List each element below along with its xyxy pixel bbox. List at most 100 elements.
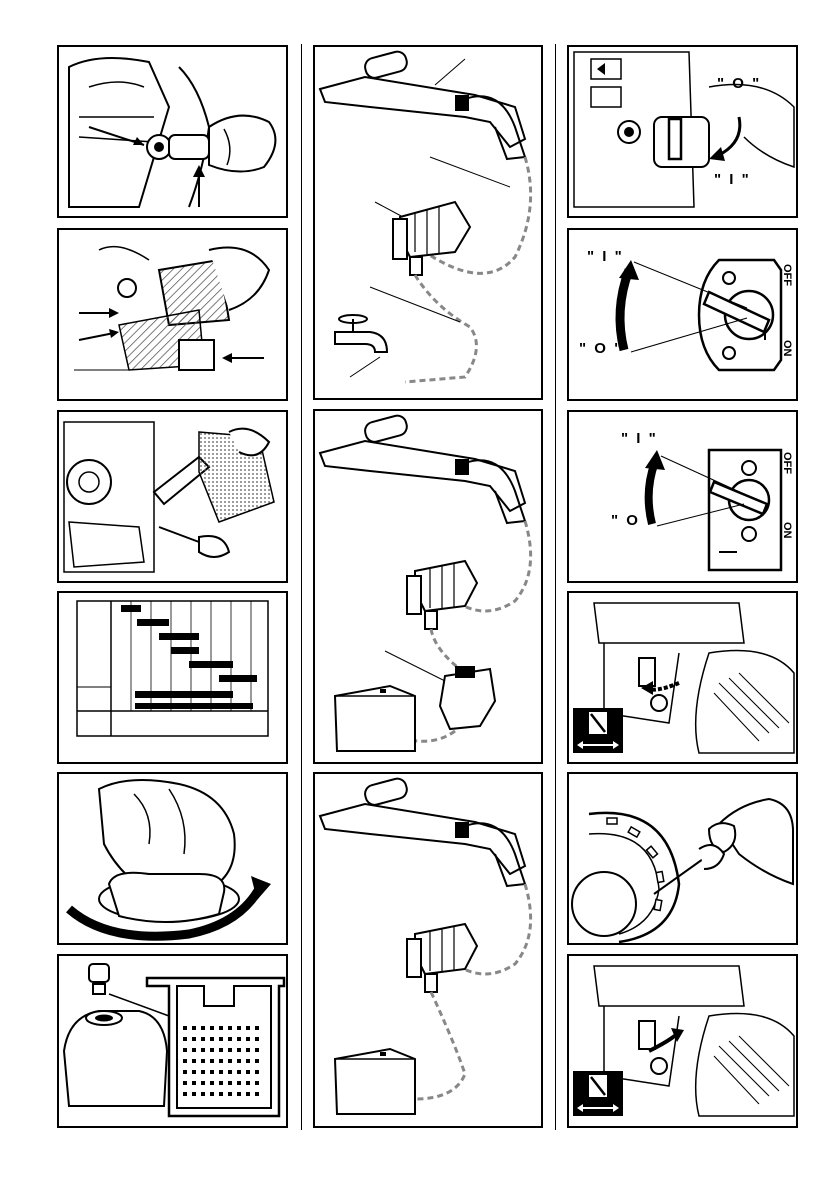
mesh-dot [201, 1081, 205, 1085]
mesh-dot [246, 1081, 250, 1085]
figure-oil-fill [57, 410, 288, 583]
mesh-dot [219, 1026, 223, 1030]
mesh-dot [255, 1081, 259, 1085]
mesh-dot [237, 1081, 241, 1085]
mesh-dot [183, 1081, 187, 1085]
mesh-dot [192, 1092, 196, 1096]
figure-water-connection [313, 45, 543, 400]
switch-label-o: " O " [611, 512, 655, 529]
mesh-dot [201, 1026, 205, 1030]
mesh-dot [192, 1048, 196, 1052]
recoil-starter-illustration [569, 774, 796, 943]
column-divider-left [301, 44, 302, 1130]
figure-choke-open [567, 591, 798, 764]
mesh-dot [201, 1048, 205, 1052]
switch-label-o: " O " [579, 340, 623, 357]
switch-on-label: ON [781, 522, 793, 539]
pump-icon [393, 202, 470, 275]
filter-pump-icon [440, 666, 495, 729]
valve-label-o: " O " [717, 75, 761, 92]
figure-water-tank-direct [313, 772, 543, 1128]
figure-water-tank-feed [313, 409, 543, 764]
fuel-valve-illustration [569, 47, 796, 216]
water-tank-direct-illustration [315, 774, 541, 1126]
mesh-dot [192, 1059, 196, 1063]
engine-switch-illustration-2 [569, 412, 796, 581]
mesh-dot [192, 1081, 196, 1085]
column-divider-right [555, 44, 556, 1130]
mesh-dot [228, 1026, 232, 1030]
mesh-dot [219, 1059, 223, 1063]
mesh-dot [246, 1070, 250, 1074]
switch-label-i: " I " [621, 430, 658, 447]
mesh-dot [255, 1059, 259, 1063]
mesh-dot [183, 1048, 187, 1052]
mesh-dot [183, 1092, 187, 1096]
mesh-dot [210, 1037, 214, 1041]
oil-fill-illustration [59, 412, 286, 581]
mesh-dot [228, 1059, 232, 1063]
figure-viscosity-table [57, 591, 288, 764]
fuel-cap-illustration [59, 774, 286, 943]
mesh-dot [237, 1070, 241, 1074]
oil-plug-illustration [59, 47, 286, 216]
mesh-dot [183, 1026, 187, 1030]
pump-icon [407, 924, 477, 992]
mesh-dot [255, 1070, 259, 1074]
switch-off-label: OFF [781, 452, 793, 474]
mesh-dot [246, 1092, 250, 1096]
switch-off-label: OFF [781, 264, 793, 286]
water-connection-illustration [315, 47, 541, 398]
figure-oil-plug [57, 45, 288, 218]
mesh-dot [210, 1059, 214, 1063]
choke-close-illustration [569, 956, 796, 1126]
water-tank-feed-illustration [315, 411, 541, 762]
mesh-dot [219, 1048, 223, 1052]
mesh-dot [237, 1059, 241, 1063]
mesh-dot [237, 1048, 241, 1052]
mesh-dot [210, 1070, 214, 1074]
mesh-dot [210, 1026, 214, 1030]
mesh-dot [201, 1092, 205, 1096]
mesh-dot [183, 1037, 187, 1041]
figure-engine-switch-2: " I " " O " OFF ON [567, 410, 798, 583]
mesh-dot [255, 1048, 259, 1052]
mesh-dot [183, 1059, 187, 1063]
mesh-dot [219, 1092, 223, 1096]
mesh-dot [228, 1037, 232, 1041]
switch-on-label: ON [781, 340, 793, 357]
mesh-dot [246, 1037, 250, 1041]
choke-open-illustration [569, 593, 796, 762]
mesh-dot [219, 1070, 223, 1074]
mesh-dot [192, 1037, 196, 1041]
switch-label-i: " I " [587, 248, 624, 265]
mesh-dot [228, 1092, 232, 1096]
mesh-dot [201, 1037, 205, 1041]
mesh-dot [255, 1026, 259, 1030]
figure-engine-switch-1: " I " " O " OFF ON [567, 228, 798, 401]
figure-recoil-starter [567, 772, 798, 945]
figure-choke-close [567, 954, 798, 1128]
mesh-dot [228, 1048, 232, 1052]
mesh-dot [228, 1081, 232, 1085]
oil-check-illustration [59, 230, 286, 399]
mesh-dot [201, 1059, 205, 1063]
mesh-dot [210, 1048, 214, 1052]
mesh-dot [192, 1026, 196, 1030]
water-tank-icon [335, 686, 415, 751]
mesh-dot [246, 1059, 250, 1063]
mesh-dot [246, 1026, 250, 1030]
mesh-dot [219, 1037, 223, 1041]
mesh-dot [183, 1070, 187, 1074]
mesh-dot [237, 1092, 241, 1096]
mesh-dot [210, 1081, 214, 1085]
mesh-dot [210, 1092, 214, 1096]
mesh-dot [192, 1070, 196, 1074]
figure-fuel-filter [57, 954, 288, 1128]
mesh-dot [237, 1026, 241, 1030]
mesh-dot [237, 1037, 241, 1041]
figure-fuel-cap [57, 772, 288, 945]
mesh-dot [228, 1070, 232, 1074]
figure-fuel-valve: " O " " I " [567, 45, 798, 218]
water-tank-icon [335, 1049, 415, 1114]
